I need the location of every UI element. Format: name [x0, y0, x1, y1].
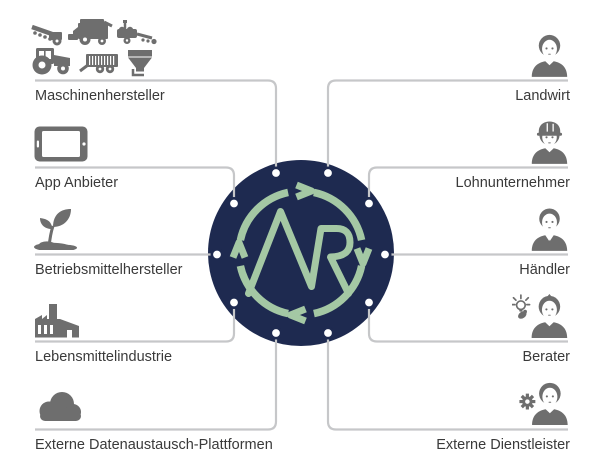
node-right-2 [362, 197, 376, 211]
label-externe-datenaustausch-plattformen: Externe Datenaustausch-Plattformen [35, 436, 273, 453]
cloud-icon [39, 392, 81, 421]
arrow-chevron-right [353, 247, 373, 267]
node-right-5 [321, 326, 335, 340]
advisor-icon [512, 293, 568, 338]
arrow-chevron-left [229, 239, 249, 259]
connector-lohnunternehmer [367, 166, 568, 204]
agrirouter-logo [229, 181, 373, 325]
connector-lines [35, 79, 568, 431]
connector-maschinenhersteller [35, 79, 278, 173]
sprout-icon [34, 209, 77, 250]
hub-connection-nodes [210, 166, 392, 340]
node-right-4 [362, 295, 376, 309]
connector-externe-dienstleister [326, 333, 568, 431]
label-betriebsmittelhersteller: Betriebsmittelhersteller [35, 261, 183, 278]
gear-icon [518, 393, 535, 410]
arrow-chevron-top [295, 181, 315, 201]
connector-landwirt [326, 79, 568, 173]
farmer-icon [531, 34, 568, 77]
label-lohnunternehmer: Lohnunternehmer [455, 174, 570, 191]
node-left-3 [210, 248, 224, 262]
node-left-4 [227, 295, 241, 309]
label-externe-dienstleister: Externe Dienstleister [436, 436, 570, 453]
arrow-chevron-bottom [287, 305, 307, 325]
tablet-icon [34, 126, 88, 162]
node-left-5 [269, 326, 283, 340]
contractor-icon [531, 120, 568, 164]
logo-letters-AR [245, 208, 354, 297]
connector-berater [367, 302, 568, 343]
node-left-2 [227, 197, 241, 211]
node-left-1 [269, 166, 283, 180]
label-lebensmittelindustrie: Lebensmittelindustrie [35, 348, 173, 365]
connector-app-anbieter [35, 166, 236, 204]
label-maschinenhersteller: Maschinenhersteller [35, 87, 165, 104]
label-berater: Berater [522, 348, 570, 365]
farm-machines-icon [31, 19, 157, 77]
label-haendler: Händler [519, 261, 570, 278]
node-right-3 [378, 248, 392, 262]
node-right-1 [321, 166, 335, 180]
dealer-icon [531, 207, 568, 251]
service-provider-icon [518, 382, 568, 425]
connector-lebensmittelindustrie [35, 302, 236, 343]
factory-icon [35, 304, 79, 338]
label-landwirt: Landwirt [515, 87, 570, 104]
connector-datenaustausch-plattformen [35, 333, 278, 431]
label-app-anbieter: App Anbieter [35, 174, 119, 191]
